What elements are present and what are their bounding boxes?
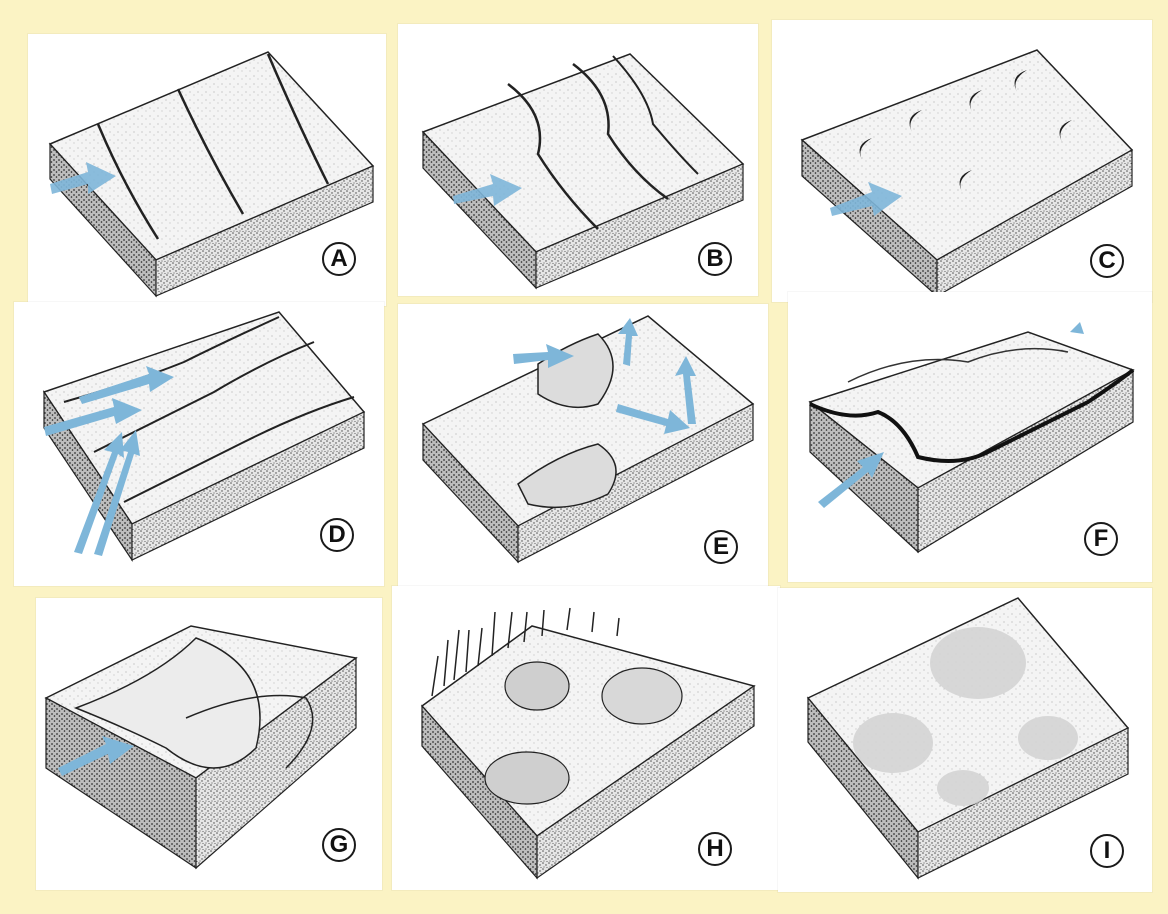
panel-label: A: [322, 242, 356, 276]
panel-d: D: [14, 302, 384, 586]
panel-label: B: [698, 242, 732, 276]
wind-arrow-icon: [1070, 322, 1084, 334]
panel-label: H: [698, 832, 732, 866]
panel-g: G: [36, 598, 382, 890]
panel-a: A: [28, 34, 386, 306]
panel-label: I: [1090, 834, 1124, 868]
panel-label: E: [704, 530, 738, 564]
panel-label: D: [320, 518, 354, 552]
panel-c: C: [772, 20, 1152, 302]
panel-label: C: [1090, 244, 1124, 278]
panel-label: G: [322, 828, 356, 862]
panel-label: F: [1084, 522, 1118, 556]
panel-e: E: [398, 304, 768, 586]
panel-f: F: [788, 292, 1152, 582]
panel-i: I: [778, 588, 1152, 892]
panel-h: H: [392, 586, 780, 890]
panel-b: B: [398, 24, 758, 296]
